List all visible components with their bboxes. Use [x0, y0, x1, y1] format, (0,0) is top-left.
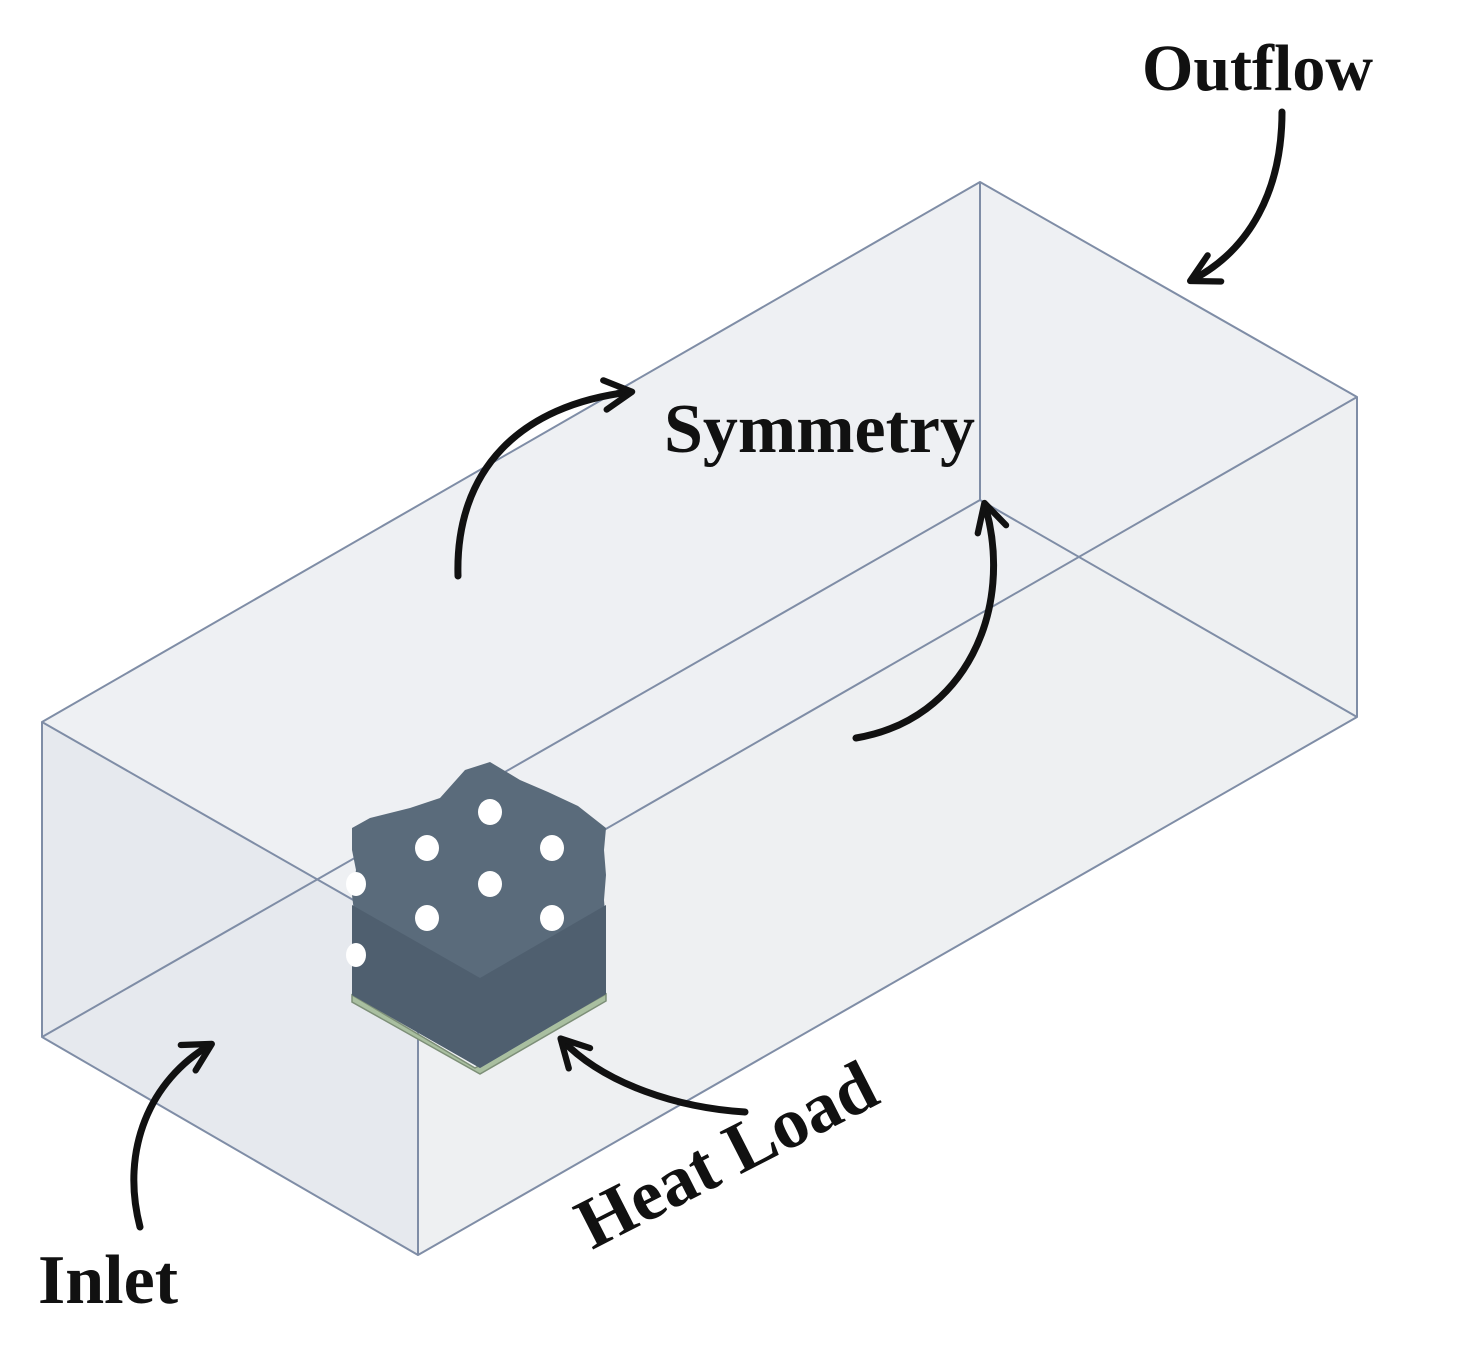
symmetry-arrow-top	[454, 377, 636, 580]
domain-hidden-edge-bottom-right	[979, 499, 1358, 718]
domain-front-outline	[417, 397, 1358, 1256]
domain-inlet-face	[42, 722, 418, 1255]
inlet-arrow	[130, 1040, 215, 1231]
heat-sink-block	[346, 762, 607, 1075]
annotation-arrows	[130, 108, 1286, 1231]
heat-sink-hole	[478, 799, 502, 825]
heat-load-arrow	[557, 1035, 749, 1116]
heat-sink-notch	[346, 943, 366, 967]
heat-sink-notch	[346, 872, 366, 896]
heat-sink-hole	[540, 835, 564, 861]
domain-inlet-outline	[41, 722, 419, 1256]
inlet-label: Inlet	[38, 1242, 178, 1319]
symmetry-arrow-side	[852, 499, 1010, 742]
heat-load-plate	[351, 992, 607, 1075]
outflow-arrow	[1186, 108, 1286, 285]
heat-sink-hole	[540, 905, 564, 931]
domain-hidden-edge-bottom-back	[41, 499, 981, 1038]
symmetry-label: Symmetry	[664, 391, 975, 468]
domain-box	[41, 181, 1358, 1256]
domain-front-face	[418, 397, 1357, 1255]
outflow-label: Outflow	[1142, 32, 1373, 105]
domain-top-face	[42, 182, 1357, 937]
heat-sink-side-shade	[352, 905, 606, 1068]
heat-sink-hole	[415, 905, 439, 931]
heat-sink-hole	[478, 871, 502, 897]
heat-sink-hole	[415, 835, 439, 861]
